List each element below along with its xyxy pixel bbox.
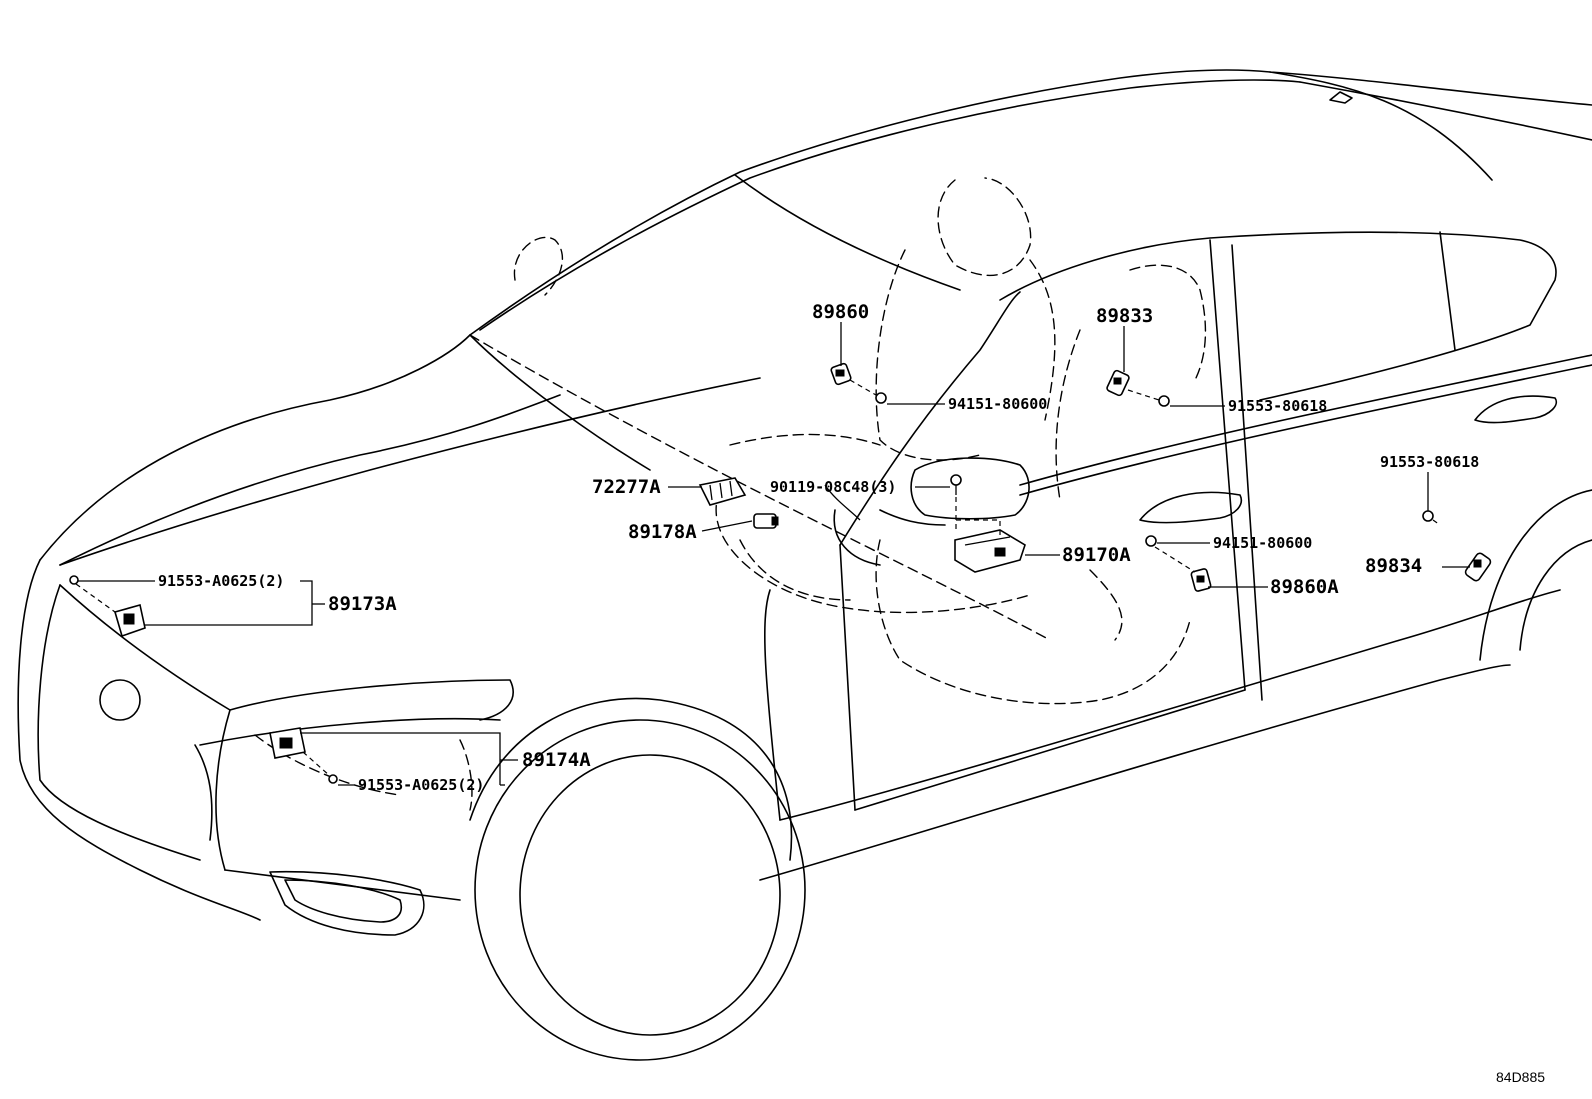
part-89178A-sensor (753, 513, 779, 529)
callout-89833: 89833 (1096, 305, 1153, 327)
part-91553-80618-bolt-right (1422, 510, 1434, 522)
part-89860A-sensor (1190, 568, 1212, 592)
callout-89178A: 89178A (628, 521, 697, 543)
callout-94151-80600-upper: 94151-80600 (948, 395, 1047, 413)
leader-lines (75, 322, 1470, 786)
callout-90119-08C48: 90119-08C48(3) (770, 478, 896, 496)
part-90119-bolt (950, 474, 962, 495)
callout-91553-A0625-lower: 91553-A0625(2) (358, 776, 484, 794)
part-89170A-control-unit (954, 529, 1026, 573)
callout-89834: 89834 (1365, 555, 1422, 577)
part-72277A-connector (698, 477, 747, 506)
callout-72277A: 72277A (592, 476, 661, 498)
part-91553-A0625-bolt-lower (328, 774, 338, 784)
part-89834-sensor (1464, 552, 1492, 582)
callout-89860A: 89860A (1270, 576, 1339, 598)
callout-91553-A0625-upper: 91553-A0625(2) (158, 572, 284, 590)
part-91553-80618-bolt-upper (1158, 395, 1170, 407)
part-89174A-front-sensor (269, 727, 306, 759)
diagram-reference-code: 84D885 (1496, 1069, 1545, 1085)
callout-89860: 89860 (812, 301, 869, 323)
callout-89170A: 89170A (1062, 544, 1131, 566)
part-94151-80600-nut-lower (1145, 535, 1157, 547)
callout-91553-80618-right: 91553-80618 (1380, 453, 1479, 471)
part-94151-80600-nut-upper (875, 392, 887, 404)
callout-89174A: 89174A (522, 749, 591, 771)
callout-labels: 89860 89833 94151-80600 91553-80618 7227… (158, 301, 1479, 794)
callout-94151-80600-lower: 94151-80600 (1213, 534, 1312, 552)
part-89860-sensor (830, 362, 852, 386)
callout-91553-80618-upper: 91553-80618 (1228, 397, 1327, 415)
car-body-outline (17, 69, 1592, 1061)
part-89173A-front-sensor (114, 604, 146, 638)
callout-89173A: 89173A (328, 593, 397, 615)
part-89833-sensor (1106, 369, 1130, 397)
part-91553-A0625-bolt-upper (69, 575, 79, 585)
